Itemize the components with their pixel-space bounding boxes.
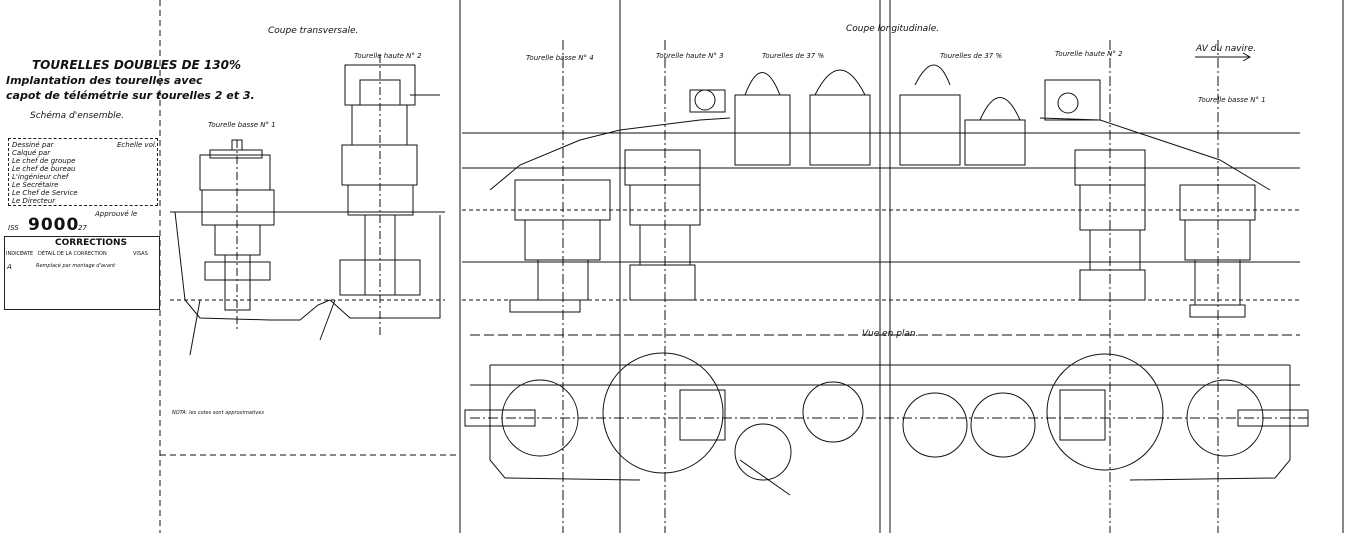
corrections-header: CORRECTIONS: [55, 238, 128, 248]
corr-col-date: DATE: [20, 251, 34, 257]
label-tourelle-haute-2-right: Tourelle haute N° 2: [1055, 50, 1123, 58]
label-tourelle-basse-1-left: Tourelle basse N° 1: [208, 121, 276, 129]
sig-row-4: Le chef de bureau: [12, 165, 76, 173]
sig-row-8: Le Directeur: [12, 197, 56, 205]
title-line-1: TOURELLES DOUBLES DE 130%: [32, 58, 242, 72]
title-line-3: capot de télémétrie sur tourelles 2 et 3…: [6, 89, 255, 102]
title-line-4: Schéma d'ensemble.: [30, 111, 125, 121]
corr-row-text: Remplacé par montage d'avant: [36, 263, 116, 269]
label-tourelles-37-a: Tourelles de 37 %: [762, 52, 825, 60]
label-vue-en-plan: Vue en plan.: [862, 329, 919, 339]
echelle-label: Echelle vol.: [117, 141, 158, 149]
label-tourelle-basse-1-right: Tourelle basse N° 1: [1198, 96, 1266, 104]
label-tourelles-37-b: Tourelles de 37 %: [940, 52, 1003, 60]
sig-row-5: L'ingénieur chef: [12, 173, 69, 181]
sig-row-3: Le chef de groupe: [12, 157, 76, 165]
label-tourelle-haute-3: Tourelle haute N° 3: [656, 52, 724, 60]
label-tourelle-haute-2-left: Tourelle haute N° 2: [354, 52, 422, 60]
drawing-number: 9000: [28, 215, 80, 235]
corr-col-detail: DÉTAIL DE LA CORRECTION: [38, 251, 107, 257]
sig-row-1: Dessiné par: [12, 141, 54, 149]
transverse-section: [170, 55, 445, 355]
drawing-prefix: ISS: [8, 224, 19, 232]
corr-col-visas: VISAS: [133, 251, 148, 257]
plan-view: [465, 353, 1310, 495]
signature-block: [8, 138, 158, 206]
label-coupe-longitudinale: Coupe longitudinale.: [846, 24, 940, 34]
sig-row-6: Le Secrétaire: [12, 181, 59, 189]
longitudinal-section: [462, 0, 1300, 533]
label-av-du-navire: AV du navire.: [1196, 44, 1257, 54]
label-tourelle-basse-4: Tourelle basse N° 4: [526, 54, 594, 62]
drawing-suffix: 27: [78, 224, 87, 232]
corr-col-index: INDICE: [6, 251, 24, 257]
label-coupe-transversale: Coupe transversale.: [268, 26, 359, 36]
label-note: NOTA: les cotes sont approximatives: [172, 410, 264, 416]
corr-row-index: A: [7, 263, 12, 271]
title-line-2: Implantation des tourelles avec: [6, 74, 203, 87]
sig-row-2: Calqué par: [12, 149, 51, 157]
corrections-table: [4, 236, 160, 310]
sig-row-7: Le Chef de Service: [12, 189, 78, 197]
approved-label: Approuvé le: [95, 210, 138, 218]
